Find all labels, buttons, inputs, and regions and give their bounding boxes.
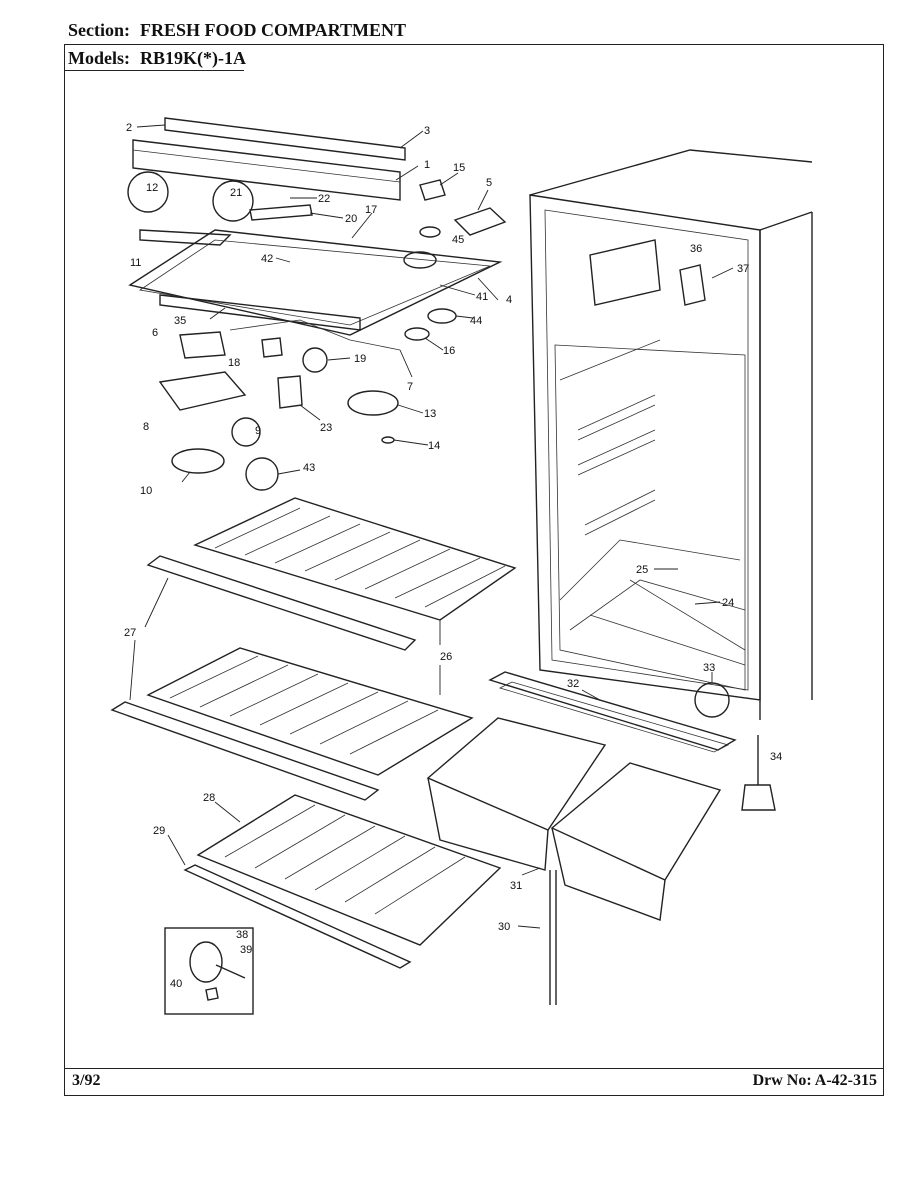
callout-4: 4 — [506, 294, 512, 306]
callout-45: 45 — [452, 234, 464, 246]
callout-25: 25 — [636, 564, 648, 576]
callout-1: 1 — [424, 159, 430, 171]
callout-17: 17 — [365, 204, 377, 216]
callout-41: 41 — [476, 291, 488, 303]
refrigerator-cabinet — [529, 149, 813, 720]
footer-rule — [64, 1068, 884, 1069]
models-label: Models: — [68, 48, 130, 68]
callout-numbers: 1 2 3 4 5 6 7 8 9 10 11 12 13 14 15 16 1… — [124, 122, 782, 990]
callout-31: 31 — [510, 880, 522, 892]
footer-date: 3/92 — [72, 1072, 101, 1089]
callout-44: 44 — [470, 315, 482, 327]
callout-35: 35 — [174, 315, 186, 327]
callout-21: 21 — [230, 187, 242, 199]
callout-5: 5 — [486, 177, 492, 189]
section-value: FRESH FOOD COMPARTMENT — [140, 20, 407, 40]
callout-27: 27 — [124, 627, 136, 639]
callout-39: 39 — [240, 944, 252, 956]
middle-wire-shelf — [110, 647, 474, 801]
control-panel-assembly — [132, 117, 406, 201]
section-label: Section: — [68, 20, 130, 40]
callout-16: 16 — [443, 345, 455, 357]
section-heading: Section: FRESH FOOD COMPARTMENT — [68, 20, 406, 41]
callout-6: 6 — [152, 327, 158, 339]
leader-lines — [129, 124, 734, 929]
drawing-frame — [64, 44, 884, 1096]
callout-23: 23 — [320, 422, 332, 434]
callout-11: 11 — [130, 257, 141, 269]
callout-30: 30 — [498, 921, 510, 933]
callout-8: 8 — [143, 421, 149, 433]
callout-40: 40 — [170, 978, 182, 990]
callout-29: 29 — [153, 825, 165, 837]
callout-18: 18 — [228, 357, 240, 369]
callout-12: 12 — [146, 182, 158, 194]
callout-9: 9 — [255, 425, 261, 437]
small-parts — [127, 171, 776, 1015]
callout-37: 37 — [737, 263, 749, 275]
callout-32: 32 — [567, 678, 579, 690]
callout-28: 28 — [203, 792, 215, 804]
callout-13: 13 — [424, 408, 436, 420]
callout-33: 33 — [703, 662, 715, 674]
drawing-number: Drw No: A-42-315 — [752, 1072, 877, 1089]
upper-wire-shelf — [146, 497, 517, 651]
callout-3: 3 — [424, 125, 430, 137]
models-heading: Models: RB19K(*)-1A — [68, 48, 246, 69]
callout-42: 42 — [261, 253, 273, 265]
models-underline — [64, 70, 244, 71]
callout-15: 15 — [453, 162, 465, 174]
callout-43: 43 — [303, 462, 315, 474]
callout-24: 24 — [722, 597, 734, 609]
callout-22: 22 — [318, 193, 330, 205]
callout-19: 19 — [354, 353, 366, 365]
callout-20: 20 — [345, 213, 357, 225]
models-value: RB19K(*)-1A — [140, 48, 246, 68]
callout-26: 26 — [440, 651, 452, 663]
callout-7: 7 — [407, 381, 413, 393]
callout-2: 2 — [126, 122, 132, 134]
callout-36: 36 — [690, 243, 702, 255]
callout-14: 14 — [428, 440, 440, 452]
crisper-cover-shelf — [183, 794, 502, 969]
crisper-pans — [426, 671, 737, 921]
air-duct-cover — [128, 229, 503, 336]
callout-34: 34 — [770, 751, 782, 763]
callout-38: 38 — [236, 929, 248, 941]
callout-10: 10 — [140, 485, 152, 497]
